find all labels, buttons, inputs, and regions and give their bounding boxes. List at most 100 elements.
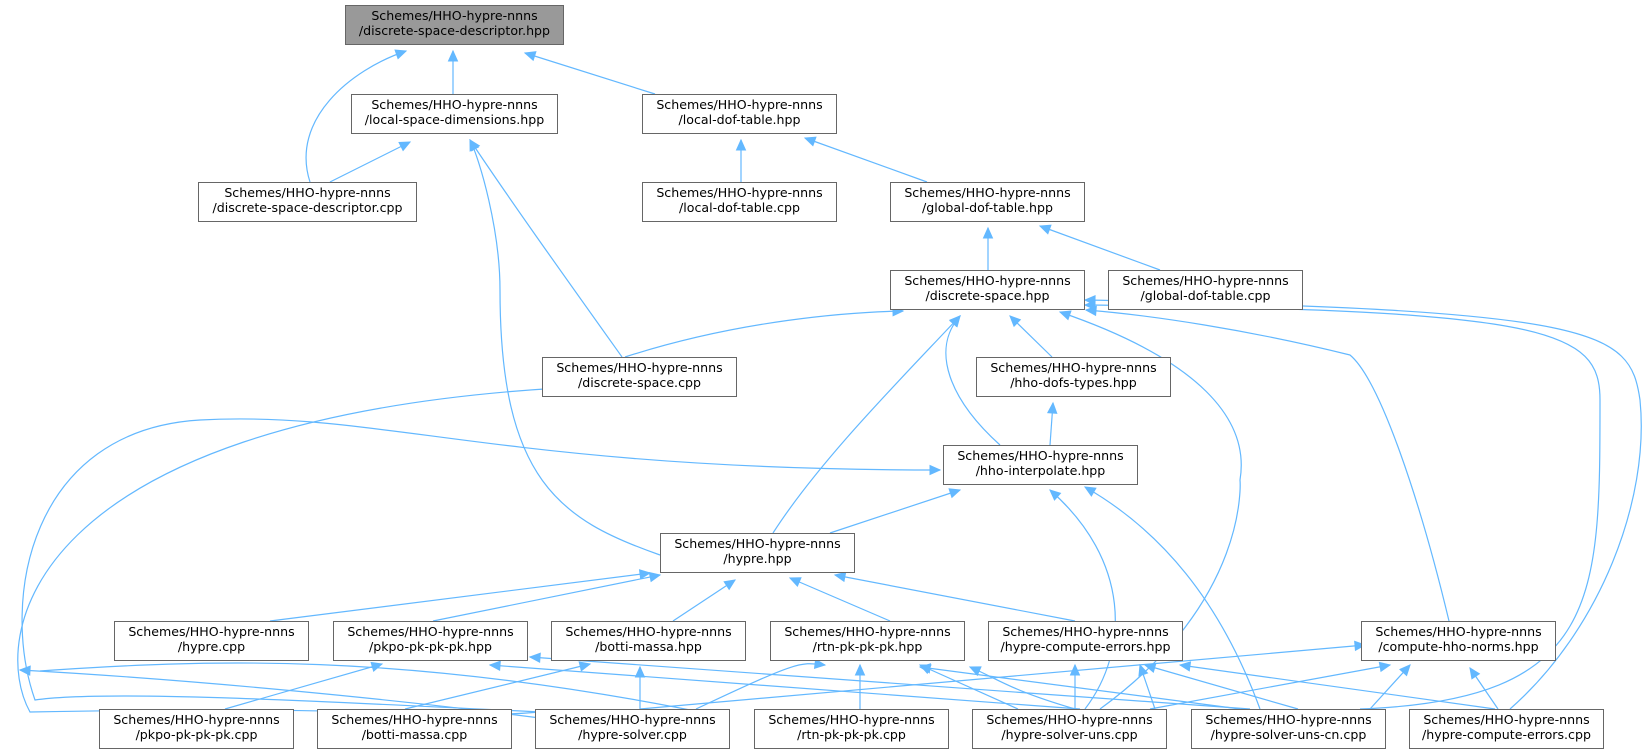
arrowhead-icon (1083, 486, 1097, 497)
dependency-edge (672, 579, 736, 622)
dependency-edge (21, 418, 941, 713)
arrowhead-icon (523, 51, 537, 62)
arrowhead-icon (813, 658, 827, 669)
node-label-line2: /discrete-space-descriptor.cpp (212, 200, 403, 215)
node-label-line1: Schemes/HHO-hypre-nnns (904, 273, 1071, 288)
arrowhead-icon (929, 464, 942, 476)
node-discrete-space-descriptor-cpp[interactable]: Schemes/HHO-hypre-nnns/discrete-space-de… (198, 182, 417, 222)
node-botti-massa-cpp[interactable]: Schemes/HHO-hypre-nnns/botti-massa.cpp (317, 709, 512, 749)
dependency-edge (1039, 225, 1161, 271)
node-label-line2: /botti-massa.cpp (361, 727, 468, 742)
dependency-edge (1049, 489, 1116, 710)
arrowhead-icon (723, 579, 737, 591)
arrowhead-icon (1038, 224, 1052, 235)
dependency-edge (1149, 664, 1391, 710)
node-label-line2: /hho-dofs-types.hpp (1010, 375, 1137, 390)
node-discrete-space-descriptor-hpp: Schemes/HHO-hypre-nnns/discrete-space-de… (345, 5, 564, 45)
dependency-edge (919, 664, 1019, 710)
dependency-edge (624, 310, 904, 358)
dependency-edge (269, 572, 651, 622)
node-pkpo-pk-pk-pk-cpp[interactable]: Schemes/HHO-hypre-nnns/pkpo-pk-pk-pk.cpp (99, 709, 294, 749)
dependency-edge (945, 315, 1001, 446)
node-label-line1: Schemes/HHO-hypre-nnns (224, 185, 391, 200)
dependency-edge (1085, 309, 1450, 622)
arrowhead-icon (1354, 640, 1367, 652)
node-label-line1: Schemes/HHO-hypre-nnns (549, 712, 716, 727)
node-hypre-solver-uns-cn-cpp[interactable]: Schemes/HHO-hypre-nnns/hypre-solver-uns-… (1191, 709, 1386, 749)
arrowhead-icon (788, 577, 802, 587)
dependency-edge (772, 315, 961, 534)
node-rtn-pk-pk-pk-hpp[interactable]: Schemes/HHO-hypre-nnns/rtn-pk-pk-pk.hpp (770, 621, 965, 661)
node-hypre-compute-errors-hpp[interactable]: Schemes/HHO-hypre-nnns/hypre-compute-err… (988, 621, 1183, 661)
node-label-line1: Schemes/HHO-hypre-nnns (656, 185, 823, 200)
node-label-line1: Schemes/HHO-hypre-nnns (371, 8, 538, 23)
node-label-line2: /hypre-compute-errors.cpp (1422, 727, 1591, 742)
node-label-line2: /hypre-solver.cpp (578, 727, 687, 742)
arrowhead-icon (18, 665, 31, 676)
node-botti-massa-hpp[interactable]: Schemes/HHO-hypre-nnns/botti-massa.hpp (551, 621, 746, 661)
node-hho-interpolate-hpp[interactable]: Schemes/HHO-hypre-nnns/hho-interpolate.h… (943, 445, 1138, 485)
node-label-line1: Schemes/HHO-hypre-nnns (371, 97, 538, 112)
dependency-edge (1084, 299, 1642, 710)
node-hypre-solver-cpp[interactable]: Schemes/HHO-hypre-nnns/hypre-solver.cpp (535, 709, 730, 749)
node-local-dof-table-hpp[interactable]: Schemes/HHO-hypre-nnns/local-dof-table.h… (642, 94, 837, 134)
node-label-line2: /hypre.hpp (723, 551, 792, 566)
dependency-edge (829, 489, 961, 534)
node-compute-hho-norms-hpp[interactable]: Schemes/HHO-hypre-nnns/compute-hho-norms… (1361, 621, 1556, 661)
dependency-edge (804, 137, 928, 183)
arrowhead-icon (1138, 663, 1149, 677)
node-label-line1: Schemes/HHO-hypre-nnns (1205, 712, 1372, 727)
node-label-line1: Schemes/HHO-hypre-nnns (1423, 712, 1590, 727)
dependency-edge (39, 662, 721, 717)
node-label-line1: Schemes/HHO-hypre-nnns (1122, 273, 1289, 288)
arrowhead-icon (833, 571, 847, 583)
arrowhead-icon (1083, 294, 1096, 306)
node-label-line1: Schemes/HHO-hypre-nnns (331, 712, 498, 727)
node-local-dof-table-cpp[interactable]: Schemes/HHO-hypre-nnns/local-dof-table.c… (642, 182, 837, 222)
node-hypre-cpp[interactable]: Schemes/HHO-hypre-nnns/hypre.cpp (114, 621, 309, 661)
node-label-line2: /rtn-pk-pk-pk.cpp (797, 727, 906, 742)
node-label-line1: Schemes/HHO-hypre-nnns (990, 360, 1157, 375)
arrowhead-icon (578, 661, 592, 672)
dependency-edge (1179, 664, 1496, 710)
node-pkpo-pk-pk-pk-hpp[interactable]: Schemes/HHO-hypre-nnns/pkpo-pk-pk-pk.hpp (333, 621, 528, 661)
graph-edges (17, 49, 1642, 720)
arrowhead-icon (488, 660, 501, 672)
arrowhead-icon (948, 315, 961, 328)
node-label-line1: Schemes/HHO-hypre-nnns (674, 536, 841, 551)
node-label-line2: /local-dof-table.hpp (678, 112, 801, 127)
node-global-dof-table-hpp[interactable]: Schemes/HHO-hypre-nnns/global-dof-table.… (890, 182, 1085, 222)
node-hypre-solver-uns-cpp[interactable]: Schemes/HHO-hypre-nnns/hypre-solver-uns.… (972, 709, 1167, 749)
node-hypre-hpp[interactable]: Schemes/HHO-hypre-nnns/hypre.hpp (660, 533, 855, 573)
node-label-line1: Schemes/HHO-hypre-nnns (128, 624, 295, 639)
node-hho-dofs-types-hpp[interactable]: Schemes/HHO-hypre-nnns/hho-dofs-types.hp… (976, 357, 1171, 397)
arrowhead-icon (1469, 666, 1481, 680)
node-label-line1: Schemes/HHO-hypre-nnns (986, 712, 1153, 727)
dependency-edge (524, 52, 656, 95)
node-label-line1: Schemes/HHO-hypre-nnns (768, 712, 935, 727)
node-local-space-dimensions-hpp[interactable]: Schemes/HHO-hypre-nnns/local-space-dimen… (351, 94, 558, 134)
dependency-edge (404, 663, 591, 710)
arrowhead-icon (1178, 661, 1192, 672)
dependency-edge (529, 656, 1251, 710)
node-label-line2: /global-dof-table.hpp (921, 200, 1054, 215)
arrowhead-icon (398, 141, 412, 152)
dependency-edge (432, 574, 661, 622)
arrowhead-icon (469, 138, 481, 152)
node-hypre-compute-errors-cpp[interactable]: Schemes/HHO-hypre-nnns/hypre-compute-err… (1409, 709, 1604, 749)
node-label-line2: /pkpo-pk-pk-pk.cpp (135, 727, 258, 742)
arrowhead-icon (1009, 315, 1022, 328)
arrowhead-icon (968, 666, 982, 677)
arrowhead-icon (648, 571, 662, 583)
node-label-line1: Schemes/HHO-hypre-nnns (1375, 624, 1542, 639)
node-label-line2: /rtn-pk-pk-pk.hpp (812, 639, 923, 654)
dependency-edge (224, 663, 383, 710)
node-label-line2: /hypre-compute-errors.hpp (1000, 639, 1171, 654)
node-label-line1: Schemes/HHO-hypre-nnns (784, 624, 951, 639)
node-label-line2: /hypre-solver-uns.cpp (1001, 727, 1138, 742)
dependency-edge (17, 387, 561, 716)
node-discrete-space-cpp[interactable]: Schemes/HHO-hypre-nnns/discrete-space.cp… (542, 357, 737, 397)
node-global-dof-table-cpp[interactable]: Schemes/HHO-hypre-nnns/global-dof-table.… (1108, 270, 1303, 310)
node-discrete-space-hpp[interactable]: Schemes/HHO-hypre-nnns/discrete-space.hp… (890, 270, 1085, 310)
node-rtn-pk-pk-pk-cpp[interactable]: Schemes/HHO-hypre-nnns/rtn-pk-pk-pk.cpp (754, 709, 949, 749)
